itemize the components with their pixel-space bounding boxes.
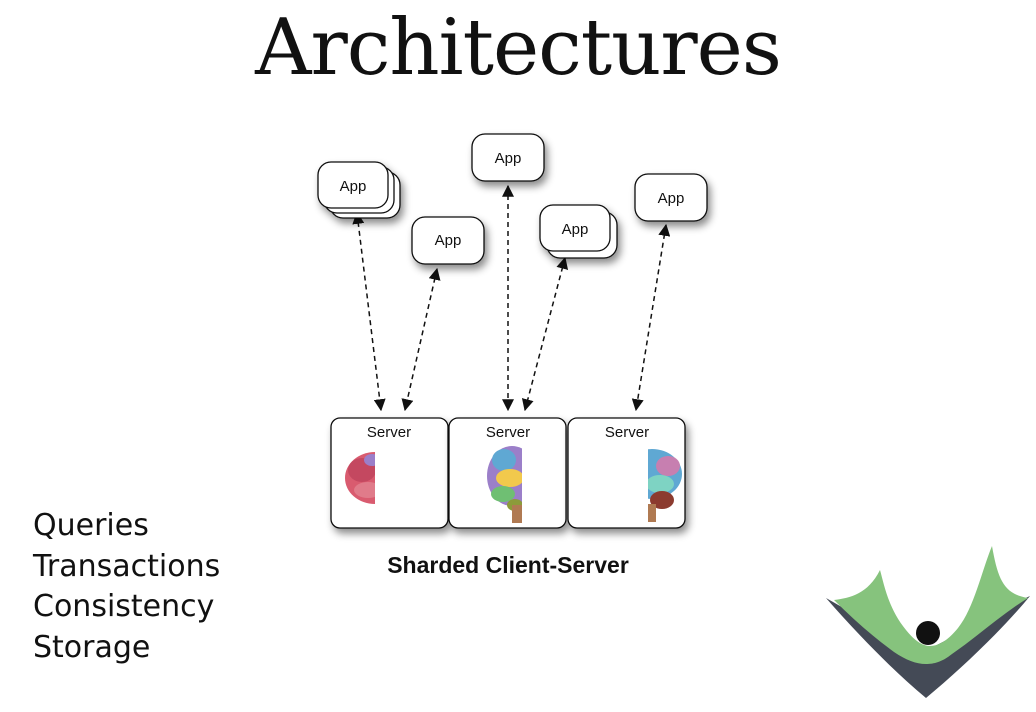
logo-icon [826,546,1030,698]
topic-item: Storage [33,629,151,665]
logo-dot [916,621,940,645]
app-nodes: App App App App App [317,133,708,265]
topic-list: Queries Transactions Consistency Storage [33,506,220,668]
connection-app1-server1 [352,211,386,412]
app-label: App [340,178,367,195]
server-label: Server [486,424,530,441]
connection-app4-server2 [521,256,569,412]
topic-item: Queries [33,508,149,543]
connections [352,184,671,412]
logo-green-shape [834,546,1028,664]
connection-app2-server1 [401,267,441,412]
connection-app5-server3 [631,223,671,412]
slide-title: Architectures [255,3,782,93]
app-node-3 [471,133,545,182]
server-label: Server [605,424,649,441]
server-nodes: Server Server Server [330,417,686,529]
topic-item: Transactions [33,548,221,584]
topic-item: Consistency [33,589,215,624]
app-node-2 [411,216,485,265]
diagram-caption: Sharded Client-Server [387,552,629,578]
app-label: App [495,150,522,167]
app-label: App [435,232,462,249]
brain-icon [487,446,522,523]
brain-icon [648,449,682,522]
app-label: App [562,221,589,238]
brain-icon [345,452,375,504]
app-node-5 [634,173,708,222]
app-node-stack-1 [317,161,401,219]
app-label: App [658,190,685,207]
app-node-stack-4 [539,204,618,259]
server-label: Server [367,424,411,441]
